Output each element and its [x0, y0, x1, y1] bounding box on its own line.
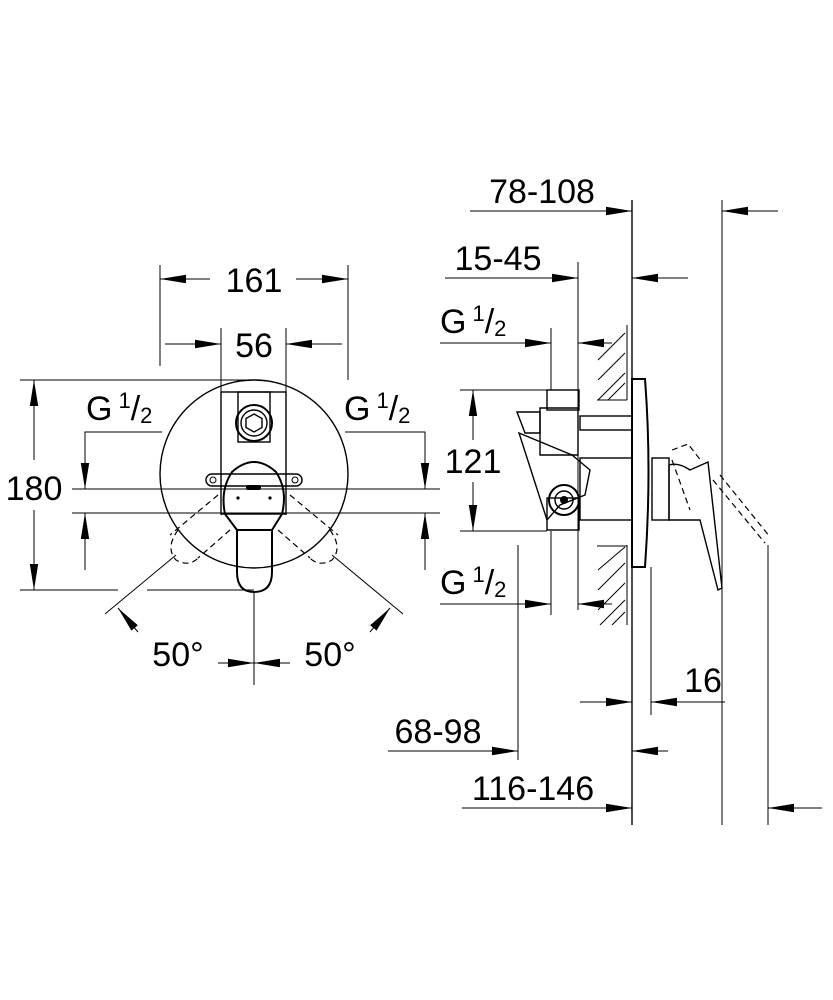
- dim-height-overall: 180: [6, 470, 63, 508]
- angle-dimensions: 50° 50°: [104, 554, 404, 685]
- dimension-121: 121: [445, 389, 547, 532]
- dimension-161: 161: [159, 262, 349, 380]
- dimension-116-146: 116-146: [462, 545, 822, 825]
- dimension-68-98: 68-98: [388, 713, 668, 756]
- connection-nut: [235, 404, 273, 442]
- handle-swing-indicators: [169, 494, 339, 564]
- angle-right: 50°: [304, 636, 355, 674]
- dimension-16: 16: [580, 567, 725, 715]
- cover-plate-profile: [631, 378, 650, 568]
- dimension-56: 56: [165, 327, 342, 515]
- wall-hatching: [597, 332, 626, 626]
- dim-width-overall: 161: [226, 262, 283, 300]
- dim-body-height: 121: [445, 443, 502, 481]
- valve-body-side: [515, 389, 633, 531]
- dim-plate-offset: 16: [684, 662, 722, 700]
- dim-install-depth: 68-98: [395, 713, 482, 751]
- mixer-handle-side: [651, 443, 771, 592]
- dim-depth-body: 15-45: [455, 240, 542, 278]
- dim-depth-total: 78-108: [489, 173, 595, 211]
- angle-left: 50°: [152, 636, 203, 674]
- dimension-78-108: 78-108: [470, 173, 778, 825]
- mixer-handle: [222, 461, 285, 594]
- dimension-180: 180: [6, 379, 255, 591]
- cover-plate: [159, 379, 349, 569]
- dimension-15-45: 15-45: [445, 240, 688, 610]
- dim-width-body: 56: [235, 327, 273, 365]
- dim-install-depth-total: 116-146: [472, 770, 594, 808]
